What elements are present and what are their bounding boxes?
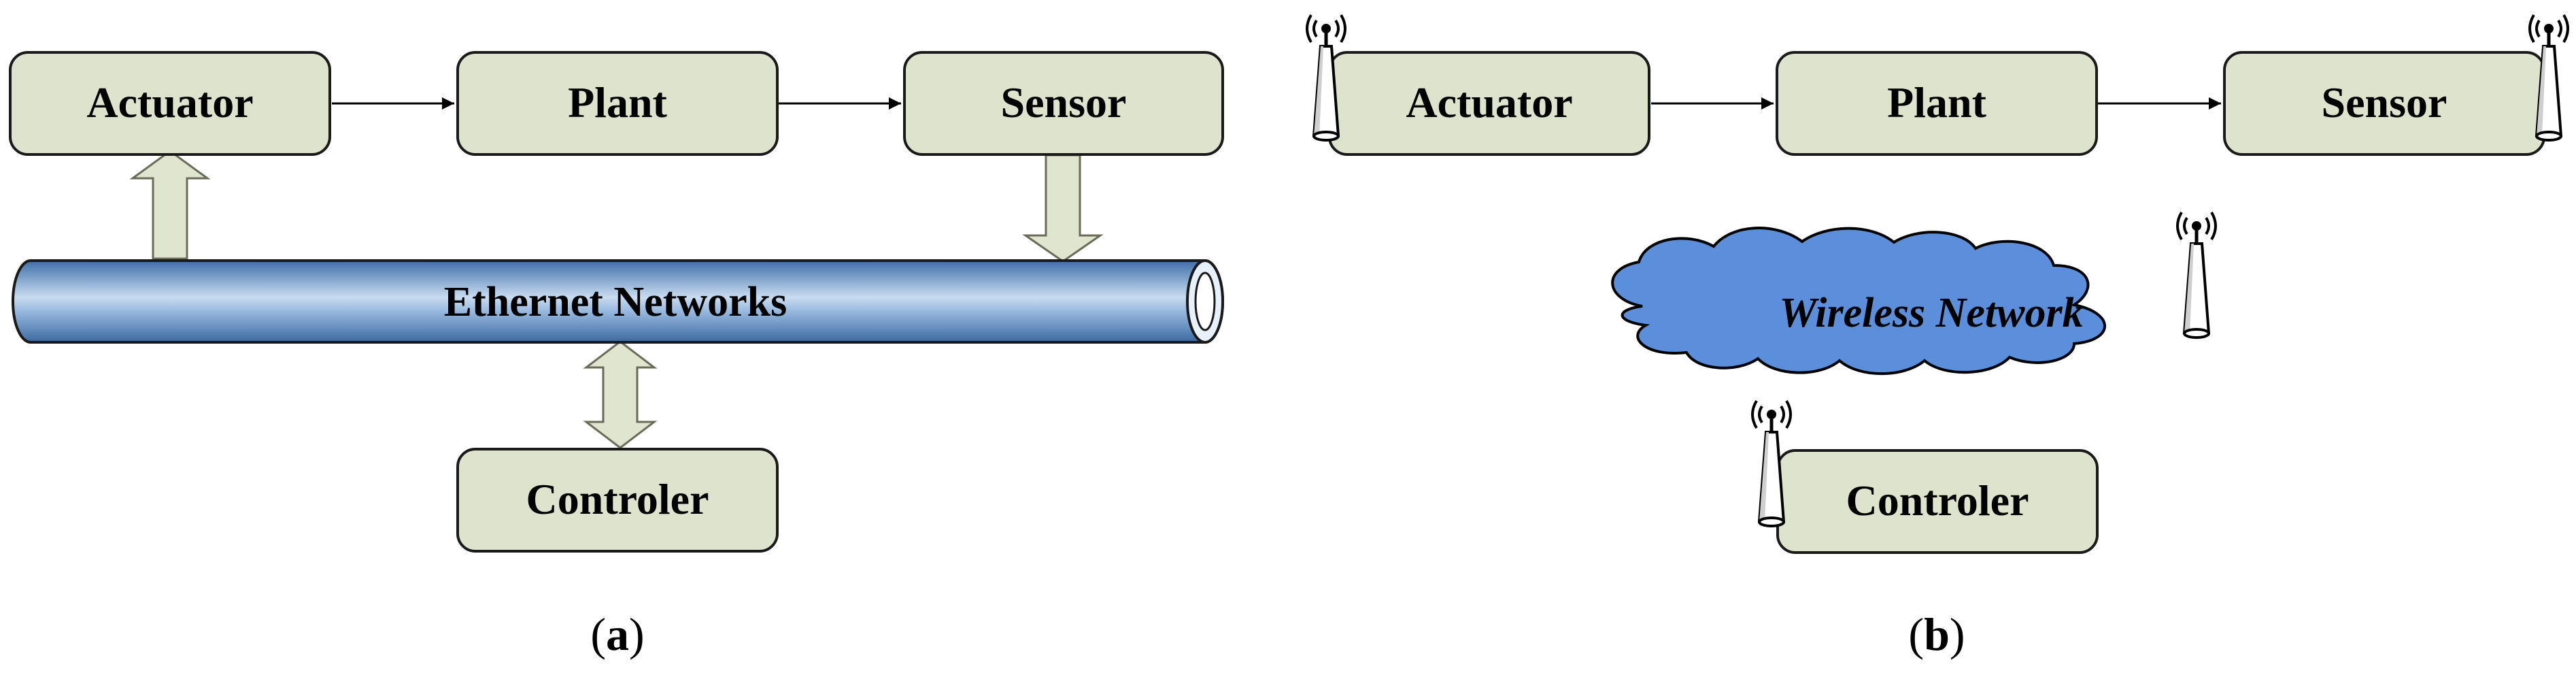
sensor-label-b: Sensor (2322, 78, 2447, 127)
antenna-icon-network (2177, 212, 2216, 338)
actuator-box-a: Actuator (9, 51, 331, 156)
sensor-label-a: Sensor (1001, 78, 1127, 127)
wireless-network-label: Wireless Network (1779, 290, 2083, 336)
double-arrow-network-controller (583, 340, 658, 449)
block-arrow-sensor-to-network (1022, 154, 1104, 263)
wireless-network-cloud: Wireless Network (1611, 227, 2106, 376)
sensor-box-a: Sensor (903, 51, 1224, 156)
plant-label-b: Plant (1887, 78, 1986, 127)
actuator-box-b: Actuator (1328, 51, 1650, 156)
sensor-box-b: Sensor (2223, 51, 2545, 156)
plant-label-a: Plant (568, 78, 667, 127)
ethernet-network-pipe: Ethernet Networks (12, 259, 1224, 344)
controller-label-a: Controler (526, 475, 709, 523)
actuator-label-b: Actuator (1406, 78, 1572, 127)
controller-label-b: Controler (1846, 476, 2029, 525)
block-arrow-network-to-actuator (129, 150, 211, 260)
actuator-label-a: Actuator (86, 78, 253, 127)
controller-box-b: Controler (1776, 449, 2099, 554)
plant-box-b: Plant (1776, 51, 2098, 156)
plant-box-a: Plant (456, 51, 779, 156)
ethernet-network-label: Ethernet Networks (444, 279, 787, 325)
controller-box-a: Controler (456, 448, 779, 553)
panel-a: Ethernet Networks Actuator Plant Sensor … (9, 51, 1224, 660)
caption-b: (b) (1908, 608, 1965, 660)
panel-b: Wireless Network Actuator Plant Sensor C… (1307, 15, 2568, 660)
caption-a: (a) (590, 608, 644, 660)
